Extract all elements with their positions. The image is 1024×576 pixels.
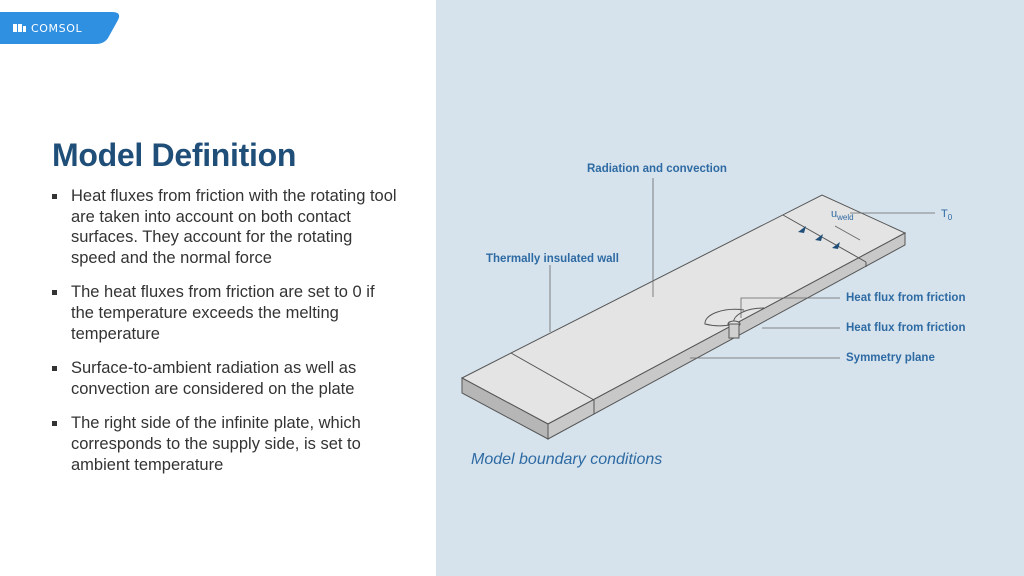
bullet-item: Heat fluxes from friction with the rotat… xyxy=(52,186,397,268)
label-t0: T0 xyxy=(941,208,952,222)
leader-heat-flux-1 xyxy=(740,297,840,318)
velocity-arrow-icon xyxy=(832,242,840,249)
label-radiation-convection: Radiation and convection xyxy=(587,163,727,175)
leader-uweld xyxy=(834,225,861,241)
u-weld-symbol: u xyxy=(831,208,838,220)
tool-slot xyxy=(728,323,740,339)
label-thermally-insulated-wall: Thermally insulated wall xyxy=(486,253,619,265)
plate-diagram xyxy=(460,178,935,440)
tool-contact-arc xyxy=(704,308,745,327)
logo-tab-shape xyxy=(0,12,120,44)
label-heat-flux-friction-2: Heat flux from friction xyxy=(846,322,966,334)
figure-caption: Model boundary conditions xyxy=(471,451,663,468)
label-u-weld: uweld xyxy=(831,208,854,222)
bullet-item: The heat fluxes from friction are set to… xyxy=(52,282,397,344)
slide-title: Model Definition xyxy=(52,137,297,173)
right-partition-line xyxy=(782,214,867,263)
bullet-item: The right side of the infinite plate, wh… xyxy=(52,413,397,475)
t0-symbol: T xyxy=(941,208,948,220)
plate-left-face xyxy=(461,377,549,440)
velocity-arrow-icon xyxy=(815,234,823,241)
brand-name: COMSOL xyxy=(31,22,83,35)
bullet-list: Heat fluxes from friction with the rotat… xyxy=(52,186,397,489)
t0-subscript: 0 xyxy=(947,213,953,223)
comsol-logo-icon xyxy=(13,24,26,32)
u-weld-subscript: weld xyxy=(837,213,854,223)
bullet-item: Surface-to-ambient radiation as well as … xyxy=(52,358,397,399)
label-heat-flux-friction-1: Heat flux from friction xyxy=(846,292,966,304)
label-symmetry-plane: Symmetry plane xyxy=(846,352,935,364)
velocity-arrow-icon xyxy=(798,226,806,233)
left-partition-line xyxy=(510,352,595,401)
plate-top-face xyxy=(460,194,907,425)
